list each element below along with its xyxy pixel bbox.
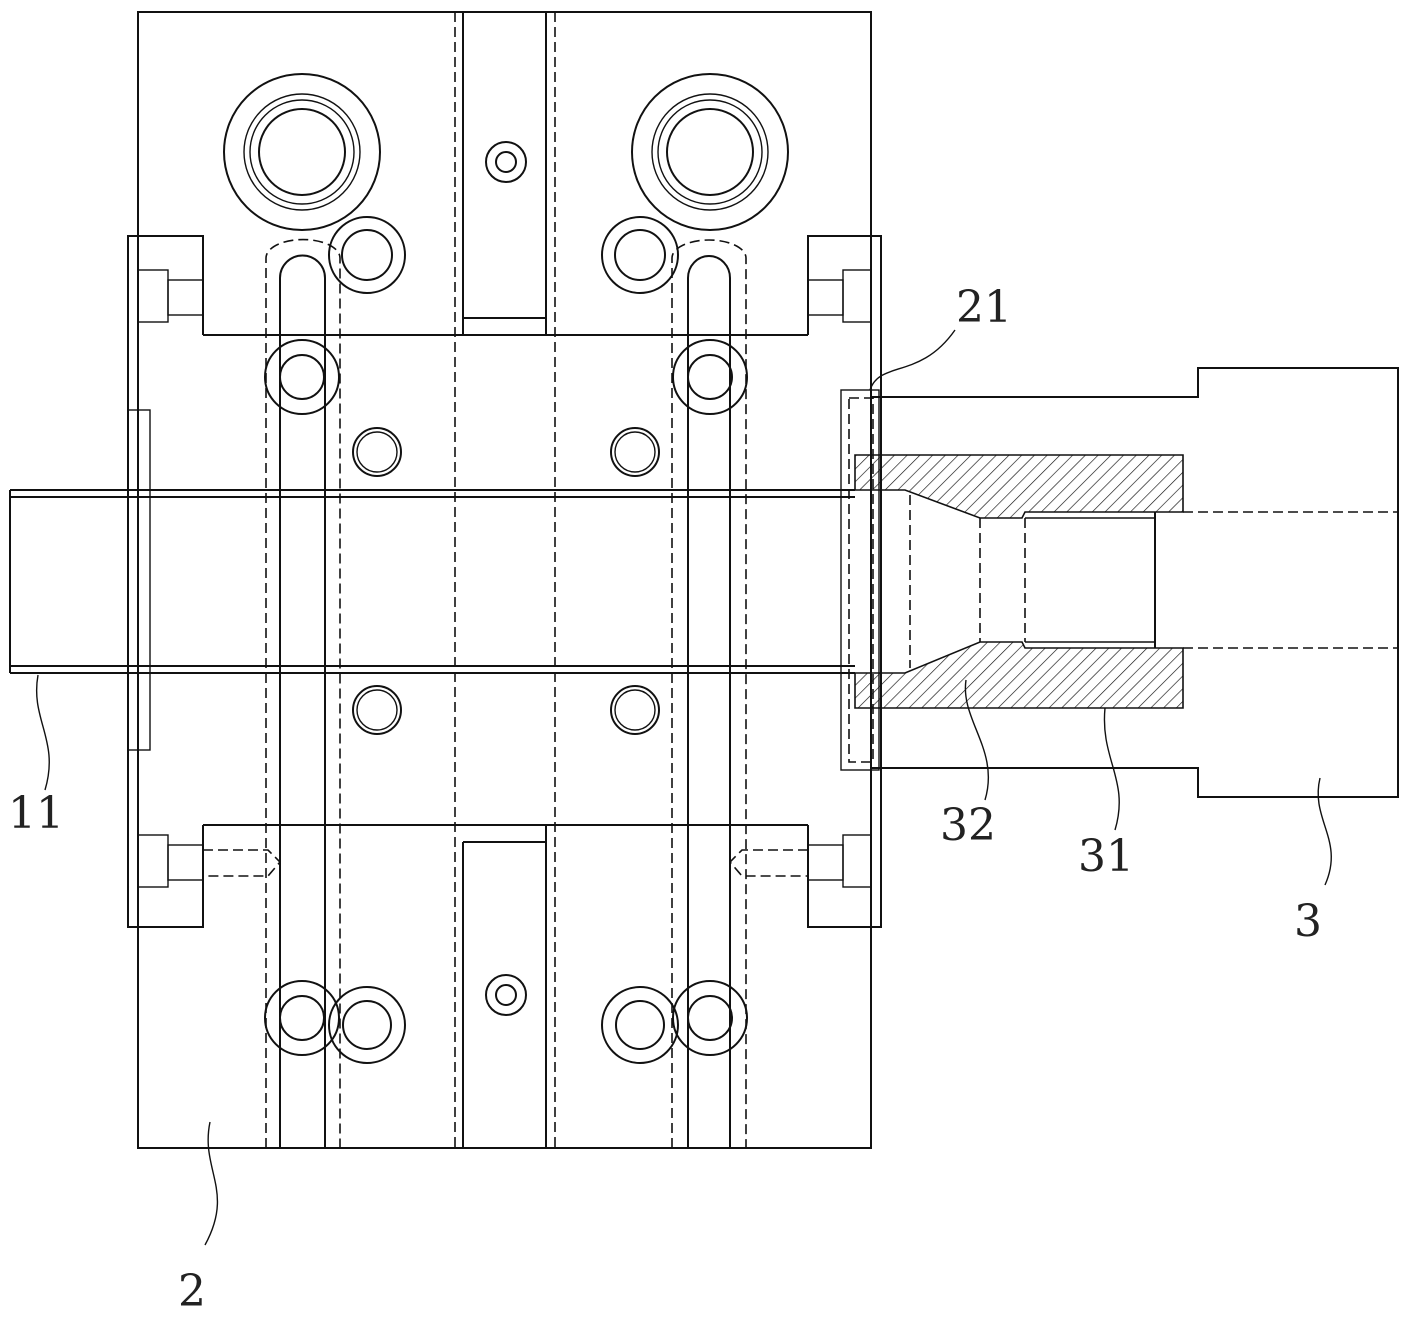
label-3: 3 [1294,896,1322,947]
label-21: 21 [956,282,1012,333]
shaft [9,489,855,674]
leader-lines [36,329,1332,1246]
label-2: 2 [178,1266,206,1317]
plate-21 [840,389,880,771]
vertical-slots [265,238,747,1148]
right-flange [728,235,882,928]
label-11: 11 [8,788,64,839]
label-31: 31 [1078,831,1134,882]
left-flange [127,235,282,928]
nozzle-body-3 [872,367,1399,798]
main-block [137,11,872,1149]
insert-31 [854,454,1184,709]
label-32: 32 [940,800,996,851]
holes [223,73,789,1064]
